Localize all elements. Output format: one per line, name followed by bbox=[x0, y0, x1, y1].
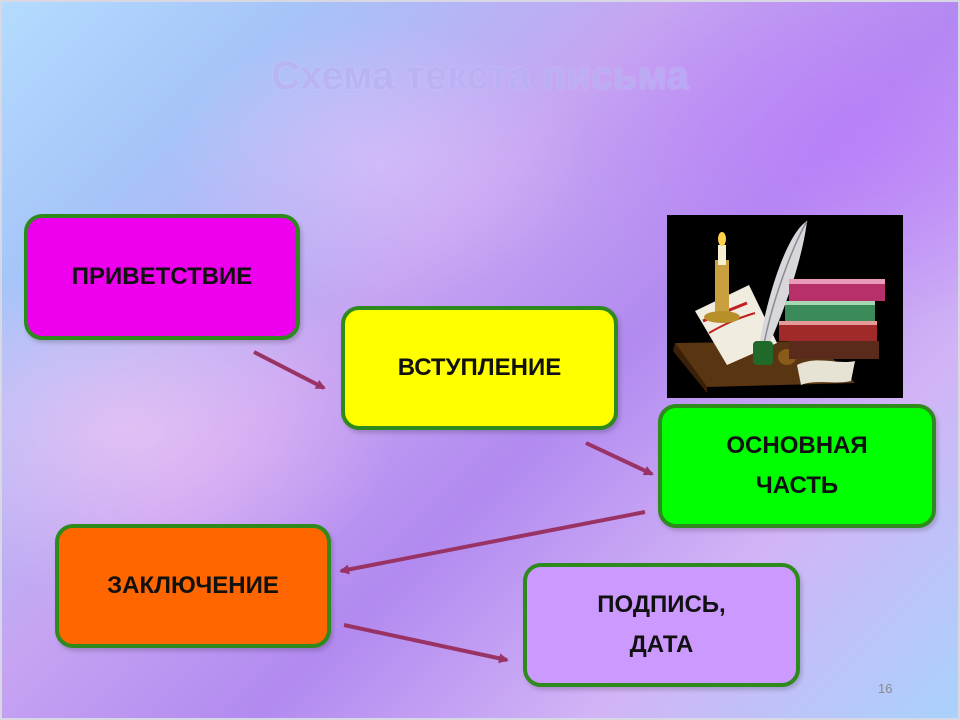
box-introduction-label: ВСТУПЛЕНИЕ bbox=[397, 354, 562, 382]
books-quill-candle-picture bbox=[667, 215, 903, 398]
box-introduction: ВСТУПЛЕНИЕ bbox=[341, 306, 618, 430]
box-greeting: ПРИВЕТСТВИЕ bbox=[24, 214, 300, 340]
box-signature-date-label: ПОДПИСЬ, ДАТА bbox=[597, 591, 726, 658]
arrow-intro-to-main bbox=[585, 441, 654, 476]
box-conclusion: ЗАКЛЮЧЕНИЕ bbox=[55, 524, 331, 648]
arrow-main-to-conclusion bbox=[339, 510, 646, 575]
box-signature-date: ПОДПИСЬ, ДАТА bbox=[523, 563, 800, 687]
box-greeting-label: ПРИВЕТСТВИЕ bbox=[71, 263, 253, 291]
slide-title: Схема текста письма bbox=[271, 54, 689, 98]
box-main-part-label: ОСНОВНАЯ ЧАСТЬ bbox=[726, 432, 868, 499]
arrow-conclusion-to-signature bbox=[343, 623, 509, 664]
page-number: 16 bbox=[878, 681, 893, 696]
box-conclusion-label: ЗАКЛЮЧЕНИЕ bbox=[107, 572, 279, 600]
arrow-greeting-to-intro bbox=[253, 350, 326, 390]
box-main-part: ОСНОВНАЯ ЧАСТЬ bbox=[658, 404, 936, 528]
